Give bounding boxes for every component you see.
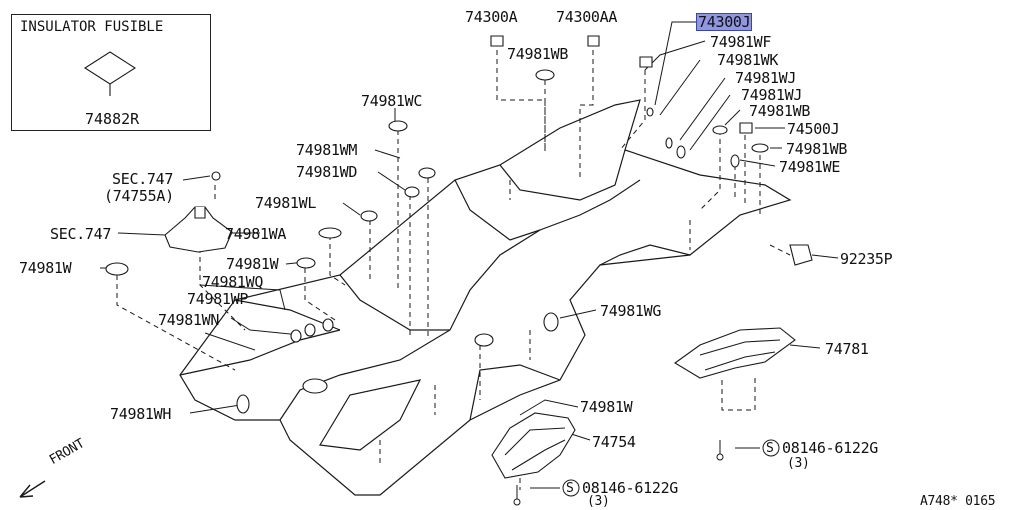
label-74981WB-2: 74981WB	[749, 102, 811, 120]
rail-right	[599, 244, 691, 266]
label-74754: 74754	[592, 433, 636, 451]
label-74981W-left: 74981W	[19, 259, 72, 277]
label-74981WE: 74981WE	[779, 158, 841, 176]
label-bolt-qty-right: (3)	[787, 456, 810, 471]
label-92235P: 92235P	[840, 250, 893, 268]
floor-panel-outline	[179, 99, 792, 496]
label-74981WJ-2: 74981WJ	[741, 86, 803, 104]
rear-floor-line	[499, 149, 626, 201]
label-74981W-mid: 74981W	[226, 255, 279, 273]
label-74981WN: 74981WN	[158, 311, 220, 329]
s-mark-2: S	[566, 481, 574, 496]
label-74300AA: 74300AA	[556, 8, 618, 26]
label-74781: 74781	[825, 340, 869, 358]
label-74981WF: 74981WF	[710, 33, 772, 51]
label-74981W-low: 74981W	[580, 398, 633, 416]
label-74981WB-top: 74981WB	[507, 45, 569, 63]
label-74300J[interactable]: 74300J	[695, 13, 753, 31]
tunnel-line-3	[454, 179, 541, 241]
tunnel-line-2	[339, 274, 450, 331]
label-74981WP: 74981WP	[187, 290, 249, 308]
label-74981WD: 74981WD	[296, 163, 358, 181]
shift-boot	[164, 206, 233, 253]
label-74981WL: 74981WL	[255, 194, 317, 212]
label-sec747-lower: SEC.747	[50, 225, 112, 243]
tunnel-line	[279, 179, 641, 421]
label-74981WC: 74981WC	[361, 92, 423, 110]
rail-left	[179, 329, 341, 376]
label-74755A: (74755A)	[104, 187, 174, 205]
label-bolt-08146-right: 08146-6122G	[782, 439, 879, 457]
label-74981WH: 74981WH	[110, 405, 172, 423]
label-74500J: 74500J	[787, 120, 840, 138]
front-arrow	[19, 480, 46, 498]
s-mark-1: S	[766, 441, 774, 456]
inset-title: INSULATOR FUSIBLE	[20, 19, 164, 35]
label-sec747-upper: SEC.747	[112, 170, 174, 188]
label-74981WM: 74981WM	[296, 141, 358, 159]
label-74981WA: 74981WA	[225, 225, 287, 243]
label-bolt-qty-bottom: (3)	[587, 494, 610, 509]
diagram-code: A748* 0165	[920, 494, 996, 509]
label-bolt-08146-bottom: 08146-6122G	[582, 479, 679, 497]
label-74981WG: 74981WG	[600, 302, 662, 320]
label-74981WQ: 74981WQ	[202, 273, 264, 291]
label-74981WK: 74981WK	[717, 51, 779, 69]
heat-shield-74781	[674, 327, 796, 379]
label-74981WJ-1: 74981WJ	[735, 69, 797, 87]
label-74300A: 74300A	[465, 8, 518, 26]
inset-part-number: 74882R	[85, 110, 140, 128]
insulator-inset: INSULATOR FUSIBLE 74882R	[11, 14, 211, 131]
label-74981WB-3: 74981WB	[786, 140, 848, 158]
heat-shield-74754	[491, 412, 576, 479]
front-pan	[319, 379, 422, 451]
